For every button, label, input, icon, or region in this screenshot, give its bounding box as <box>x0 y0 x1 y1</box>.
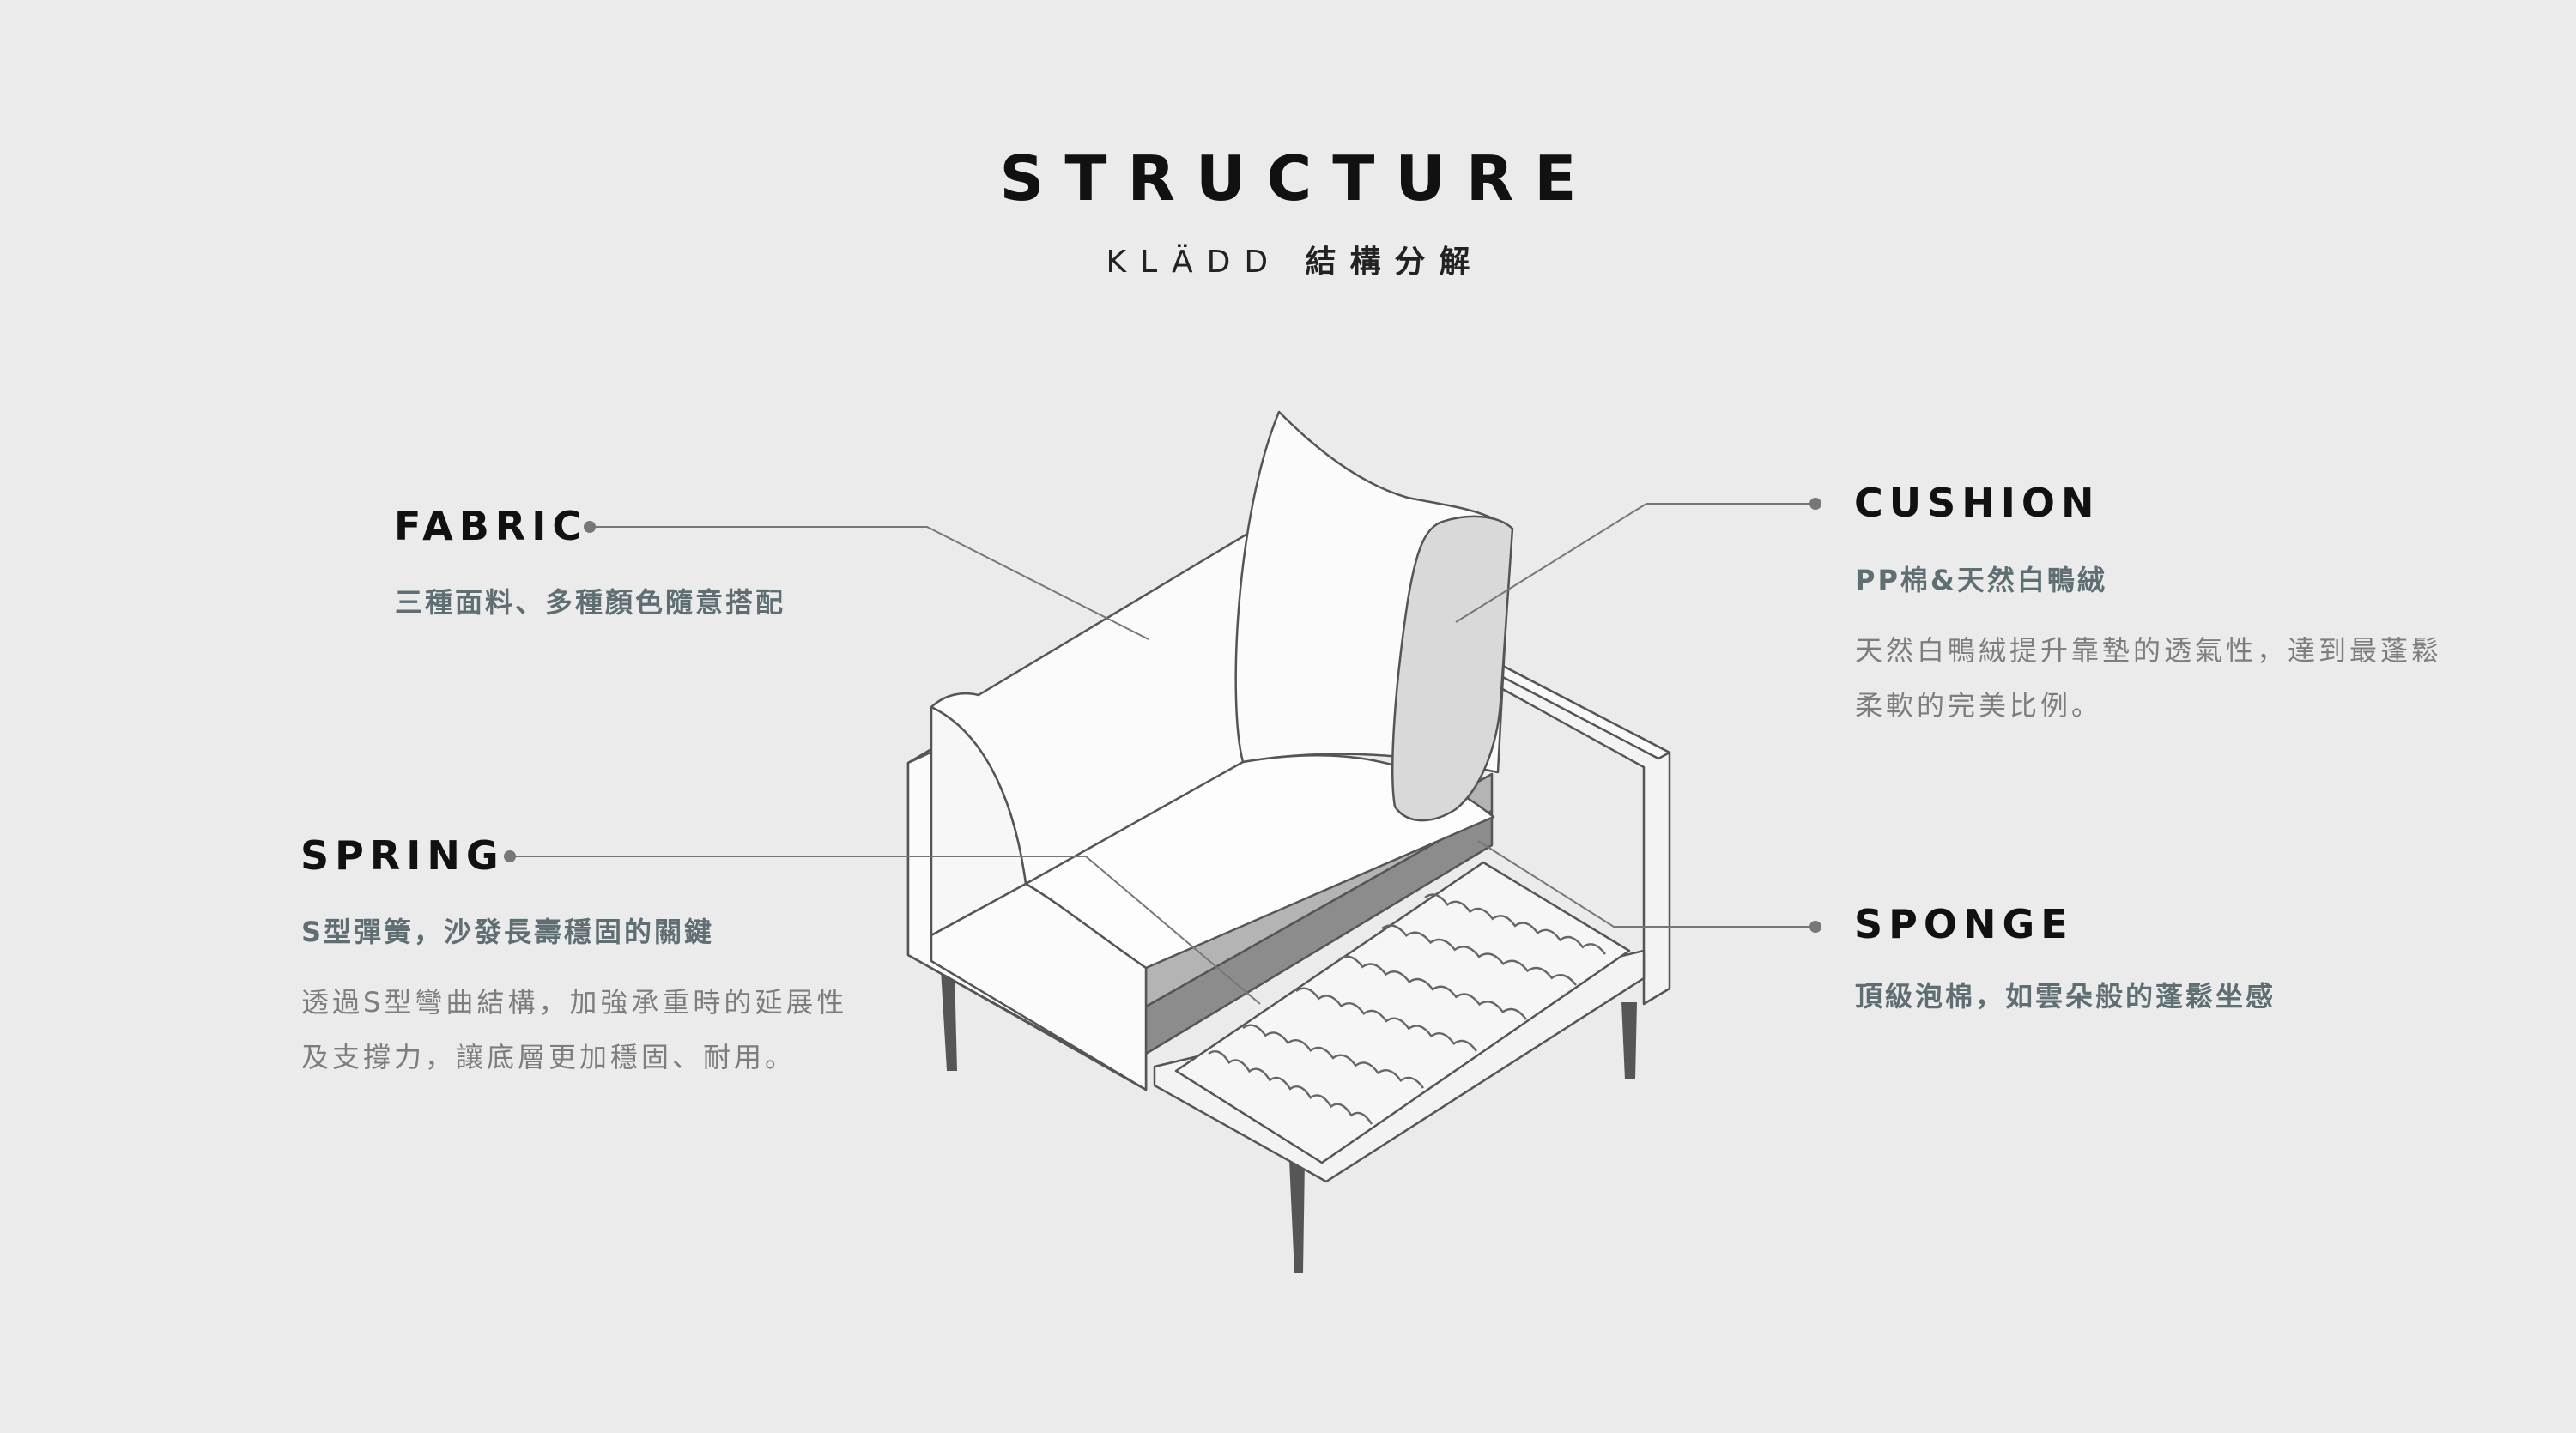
page-subtitle: KLÄDD 結構分解 <box>0 247 2576 278</box>
spring-row-3 <box>1295 987 1477 1052</box>
spring-description: 透過S型彎曲結構，加強承重時的延展性及支撐力，讓底層更加穩固、耐用。 <box>301 986 848 1073</box>
cushion-leader <box>1455 503 1815 623</box>
s-springs <box>1208 893 1606 1125</box>
sofa-shell <box>906 410 1512 1091</box>
sofa-legs <box>941 970 1637 1273</box>
spring-row-4 <box>1338 955 1527 1020</box>
page-title: STRUCTURE <box>999 142 1597 215</box>
spring-leader <box>510 856 1261 1005</box>
shell-seat-front <box>930 882 1148 1091</box>
spring-row-2 <box>1242 1024 1424 1089</box>
subtitle-structure-breakdown: 結構分解 <box>1305 245 1484 280</box>
leg-left <box>941 970 957 1071</box>
leg-front <box>1289 1160 1305 1273</box>
sponge-leader <box>1477 840 1815 928</box>
cushion-subtitle: PP棉&天然白鴨絨 <box>1855 564 2107 596</box>
cushion-label: CUSHION <box>1854 480 2100 526</box>
spring-row-6 <box>1424 893 1606 955</box>
fabric-label: FABRIC <box>394 503 588 549</box>
fabric-dot <box>584 521 596 533</box>
frame-right-top <box>1494 661 1671 760</box>
spring-subtitle: S型彈簧，沙發長壽穩固的關鍵 <box>301 916 715 948</box>
fabric-leader <box>590 526 1149 640</box>
spring-row-5 <box>1381 924 1577 986</box>
sponge-label: SPONGE <box>1854 901 2074 947</box>
spring-dot <box>504 850 516 862</box>
spring-label: SPRING <box>300 832 505 879</box>
brand-name: KLÄDD <box>1106 245 1282 280</box>
back-cushion <box>1391 515 1514 822</box>
cushion-description: 天然白鴨絨提升靠墊的透氣性，達到最蓬鬆柔軟的完美比例。 <box>1855 634 2443 722</box>
leader-dots <box>504 498 1821 933</box>
sponge-dot <box>1809 921 1821 933</box>
leader-lines <box>510 503 1815 1005</box>
spring-row-1 <box>1208 1050 1373 1125</box>
shell-inner-arm <box>930 705 1027 937</box>
leg-right <box>1621 1002 1637 1079</box>
fabric-subtitle: 三種面料、多種顏色隨意搭配 <box>395 586 786 619</box>
sponge-subtitle: 頂級泡棉，如雲朵般的蓬鬆坐感 <box>1855 980 2276 1013</box>
cushion-dot <box>1809 498 1821 510</box>
